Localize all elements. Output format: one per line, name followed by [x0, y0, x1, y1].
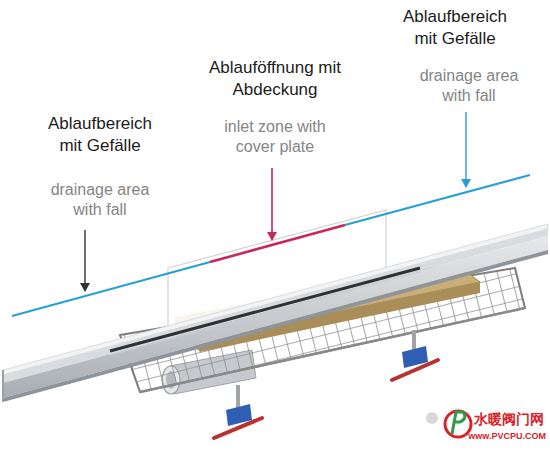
part-label: drainage area with fall	[38, 180, 162, 220]
part-label: Ablaufbereich mit Gefälle	[35, 113, 165, 157]
drain-channel	[3, 224, 548, 402]
watermark: www.PVCPU.COM	[468, 431, 546, 442]
leader-arrow	[465, 112, 466, 187]
part-label: Ablauföffnung mit Abdeckung	[207, 57, 343, 101]
fall-line	[345, 175, 530, 225]
leader-arrow	[271, 168, 273, 240]
part-label: inlet zone with cover plate	[208, 117, 342, 157]
watermark: 水暖阀门网	[474, 410, 544, 428]
leader-arrow	[84, 230, 85, 291]
part-label: Ablaufbereich mit Gefälle	[390, 6, 520, 50]
watermark-logo	[426, 411, 471, 437]
mounting-bracket	[214, 330, 438, 438]
fall-line	[12, 262, 210, 316]
inlet-line	[210, 225, 345, 262]
part-label: drainage area with fall	[407, 66, 531, 106]
